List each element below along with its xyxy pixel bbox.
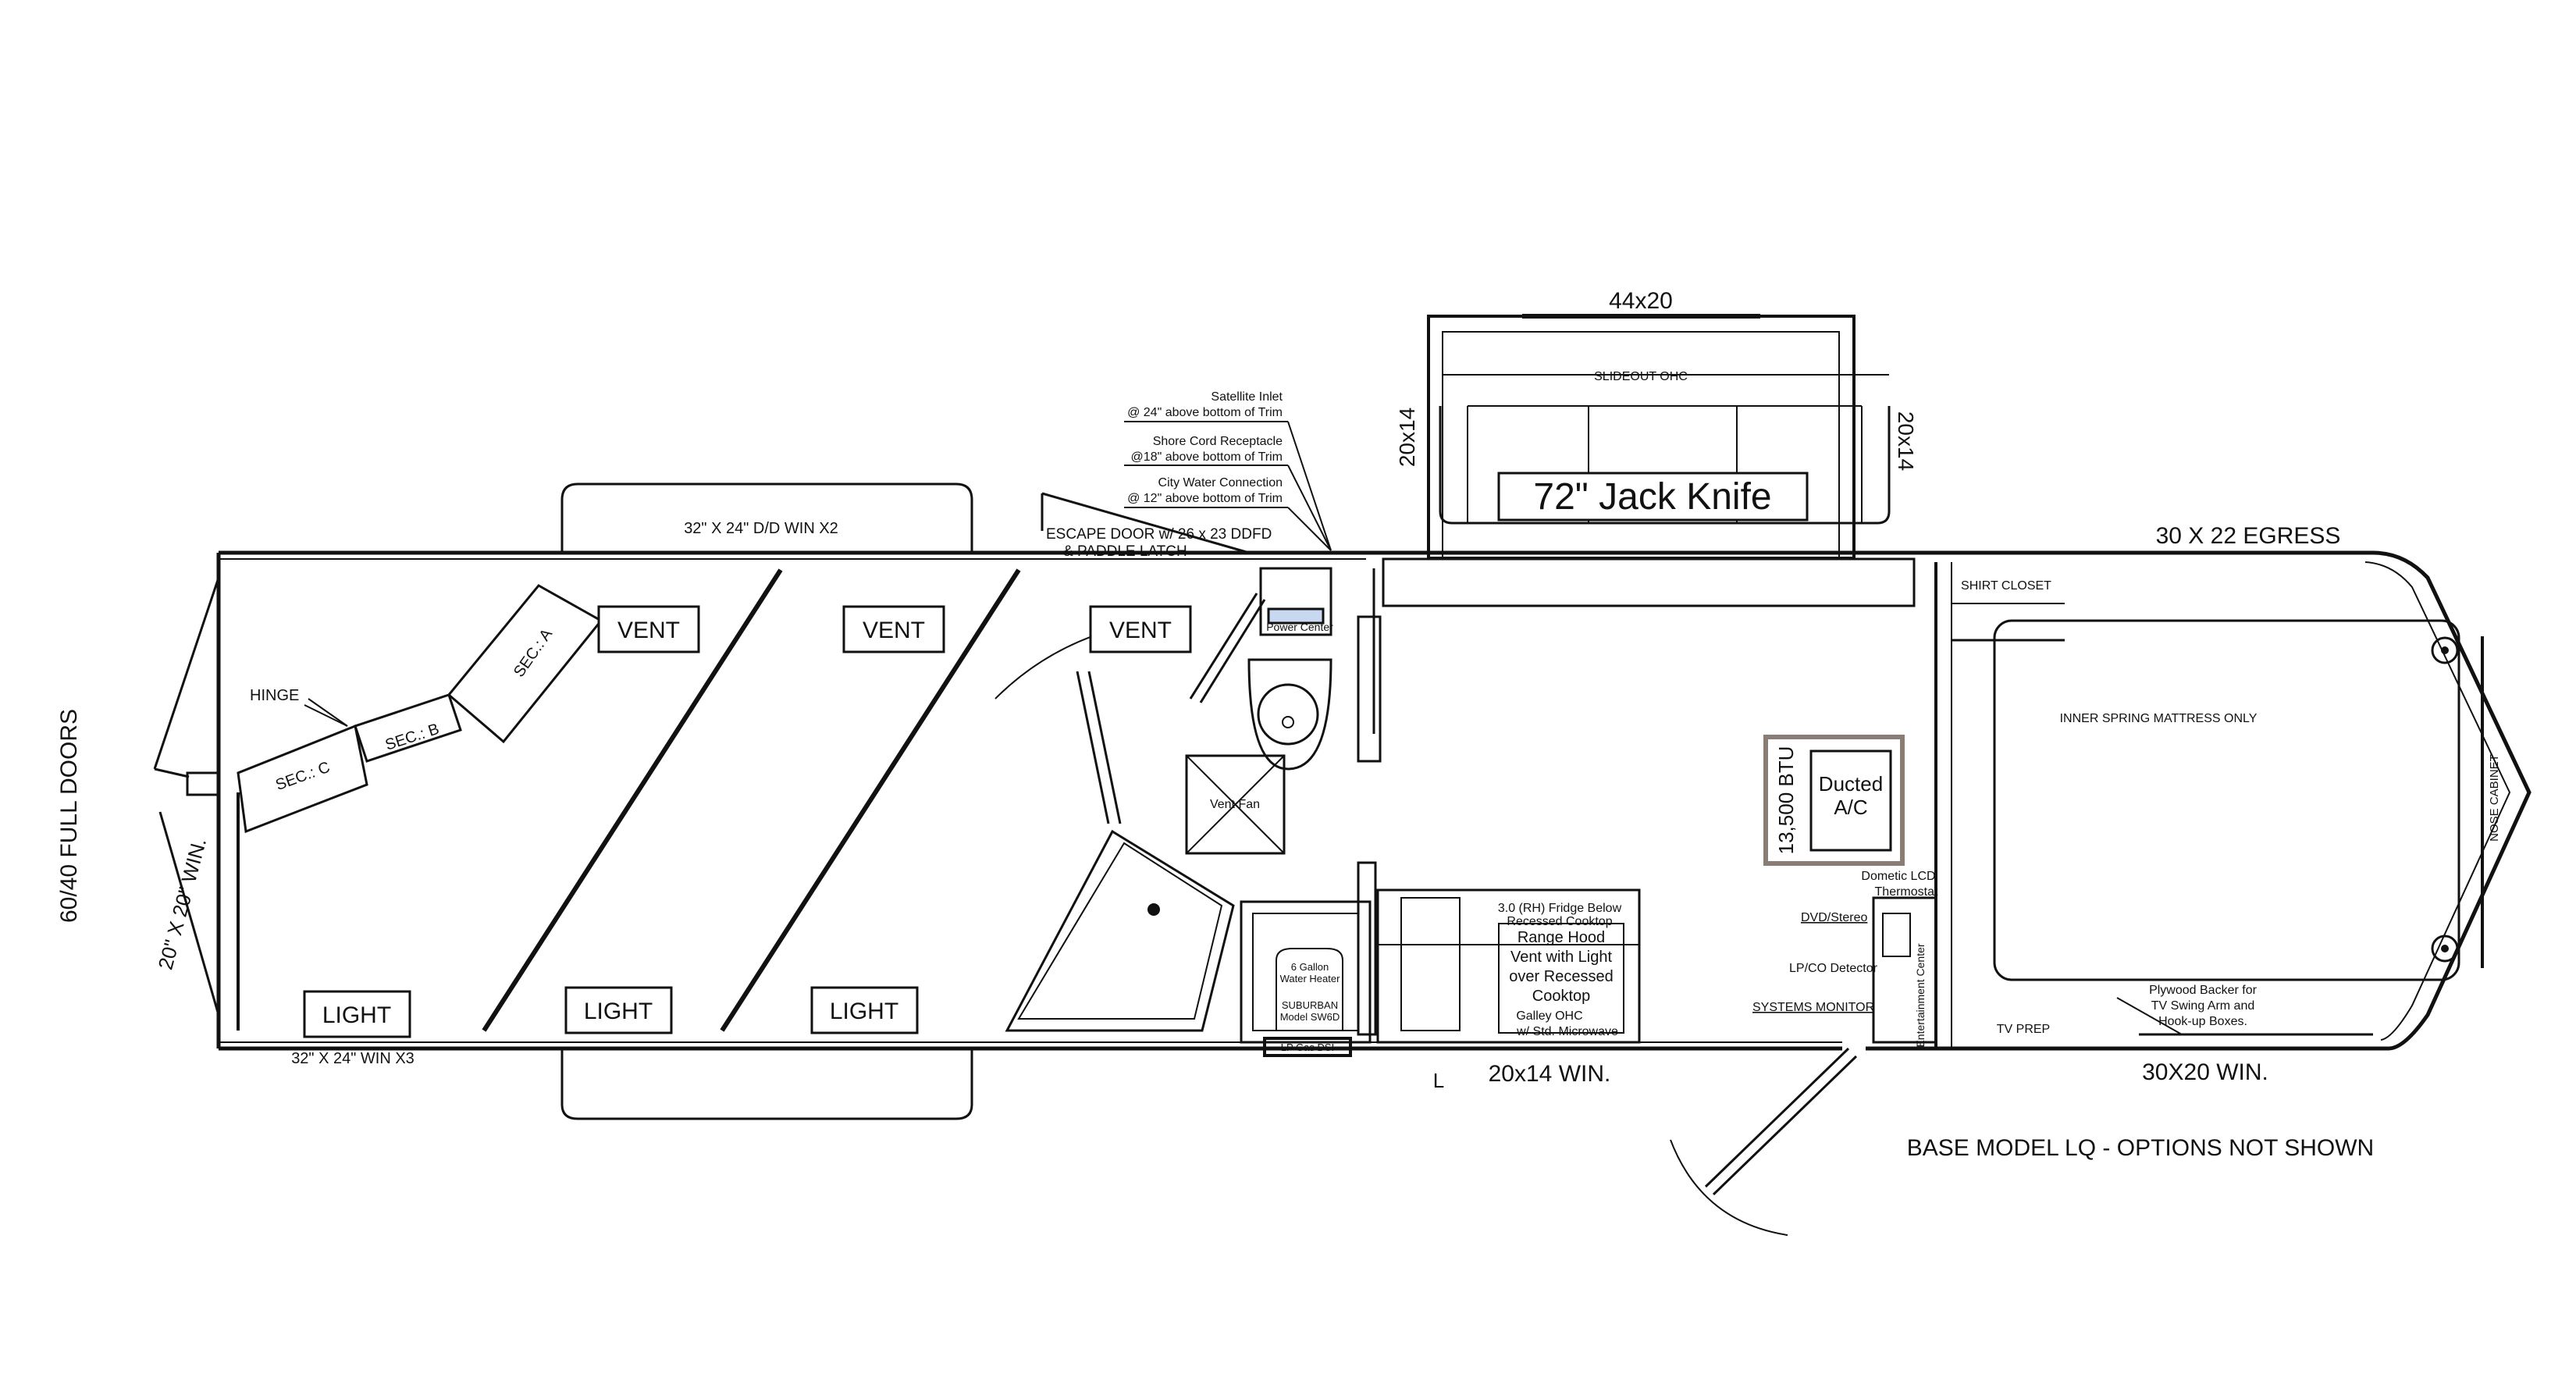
thermostat-label: Dometic LCD xyxy=(1861,870,1935,883)
rear-doors[interactable] xyxy=(153,577,220,1016)
tack-area xyxy=(994,593,1266,1032)
left-window-label: 20" X 20" WIN. xyxy=(153,835,211,972)
sec-b-label: SEC.: B xyxy=(383,721,441,754)
shore-cord-label: @18" above bottom of Trim xyxy=(1131,450,1283,464)
shirt-closet-label: SHIRT CLOSET xyxy=(1961,579,2051,593)
vent-label: VENT xyxy=(1109,618,1172,643)
slide-width-label: 44x20 xyxy=(1609,288,1673,314)
escape-door-label: & PADDLE LATCH xyxy=(1063,543,1187,560)
jack-knife-label: 72" Jack Knife xyxy=(1533,476,1771,518)
sec-panels[interactable] xyxy=(237,584,603,834)
reading-lights xyxy=(2431,636,2459,963)
range-hood-label: Cooktop xyxy=(1532,988,1591,1005)
range-hood-label: Range Hood xyxy=(1517,929,1605,946)
top-window-label: 32" X 24" D/D WIN X2 xyxy=(684,520,838,537)
escape-door-label: ESCAPE DOOR w/ 26 x 23 DDFD xyxy=(1046,526,1272,543)
hinge-label: HINGE xyxy=(250,687,299,704)
slideout-ohc-label: SLIDEOUT OHC xyxy=(1594,370,1688,383)
fridge-label: Recessed Cooktop xyxy=(1507,915,1612,928)
vent-label: VENT xyxy=(617,618,680,643)
ac-label: A/C xyxy=(1834,796,1867,819)
entertainment-center xyxy=(1872,896,1937,1044)
ac-btu-label: 13,500 BTU xyxy=(1774,746,1798,855)
bathroom xyxy=(1185,567,1382,855)
range-hood-label: over Recessed xyxy=(1509,968,1613,985)
egress-label: 30 X 22 EGRESS xyxy=(2156,523,2341,549)
entry-door[interactable] xyxy=(1670,1047,1858,1236)
drain-dot xyxy=(1147,903,1160,916)
fridge-label: 3.0 (RH) Fridge Below xyxy=(1498,902,1622,915)
power-center-label: Power Center xyxy=(1266,621,1333,633)
vent-label: VENT xyxy=(863,618,925,643)
suburban-label: Model SW6D xyxy=(1280,1011,1340,1023)
entertainment-center-label: Entertainment Center xyxy=(1914,943,1927,1047)
kitchen-window-label: 20x14 WIN. xyxy=(1489,1061,1611,1087)
plywood-backer-label: Hook-up Boxes. xyxy=(2158,1015,2247,1028)
light-label: LIGHT xyxy=(830,999,898,1024)
jack-knife-box xyxy=(1497,472,1809,522)
sec-c-label: SEC.: C xyxy=(273,759,332,794)
galley-ohc-label: w/ Std. Microwave xyxy=(1516,1025,1618,1038)
plywood-backer-label: Plywood Backer for xyxy=(2149,984,2258,997)
light-label: LIGHT xyxy=(584,999,653,1024)
systems-monitor-label: SYSTEMS MONITOR xyxy=(1752,1001,1874,1014)
thermostat-label: Thermostat xyxy=(1875,885,1938,899)
shore-cord-label: Shore Cord Receptacle xyxy=(1153,435,1283,448)
vent-fan-label: Vent Fan xyxy=(1210,798,1260,811)
mattress-label: INNER SPRING MATTRESS ONLY xyxy=(2060,712,2258,725)
light-boxes xyxy=(303,986,919,1038)
bedroom xyxy=(1934,562,2484,1048)
ac-label: Ducted xyxy=(1819,772,1883,796)
slide-side-label: 20x14 xyxy=(1894,411,1918,471)
water-heater-label: Water Heater xyxy=(1280,973,1340,984)
galley xyxy=(1240,861,1641,1057)
water-heater-label: 6 Gallon xyxy=(1291,961,1329,973)
satellite-inlet-label: @ 24" above bottom of Trim xyxy=(1127,406,1283,419)
dvd-stereo-label: DVD/Stereo xyxy=(1801,911,1867,924)
light-label: LIGHT xyxy=(322,1002,391,1028)
ac-unit xyxy=(1763,735,1905,866)
galley-ohc-label: Galley OHC xyxy=(1516,1009,1582,1023)
lpco-detector-label: LP/CO Detector xyxy=(1789,962,1878,975)
callout-leaders xyxy=(304,421,2183,1035)
nose-cabinet-label: NOSE CABINET xyxy=(2488,754,2501,842)
range-hood-label: Vent with Light xyxy=(1510,949,1613,966)
city-water-label: @ 12" above bottom of Trim xyxy=(1127,492,1283,505)
plywood-backer-label: TV Swing Arm and xyxy=(2151,999,2255,1013)
trailer-walls xyxy=(216,550,2532,1051)
full-doors-label: 60/40 FULL DOORS xyxy=(56,709,82,923)
city-water-label: City Water Connection xyxy=(1158,476,1283,490)
suburban-label: SUBURBAN xyxy=(1282,999,1338,1011)
footer-label: BASE MODEL LQ - OPTIONS NOT SHOWN xyxy=(1907,1135,2374,1161)
slide-side-label: 20x14 xyxy=(1395,408,1419,467)
sec-a-label: SEC.: A xyxy=(511,625,557,681)
l-mark-label: L xyxy=(1433,1069,1444,1092)
window-bumps xyxy=(560,482,1250,1120)
tv-prep-label: TV PREP xyxy=(1997,1023,2050,1036)
lp-gas-label: LP Gas DSI xyxy=(1281,1041,1334,1053)
slideout xyxy=(1382,314,1916,607)
bedroom-window-label: 30X20 WIN. xyxy=(2142,1059,2268,1085)
bottom-window-label: 32" X 24" WIN X3 xyxy=(291,1050,415,1067)
vent-boxes xyxy=(597,605,1192,653)
stall-dividers xyxy=(237,568,1021,1032)
satellite-inlet-label: Satellite Inlet xyxy=(1211,390,1283,404)
